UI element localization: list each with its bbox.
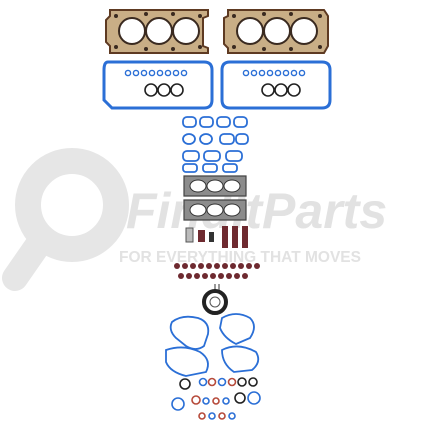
intake-port-gaskets: [182, 116, 249, 173]
valve-cover-gasket-left: [102, 60, 214, 110]
exhaust-manifold-gasket-1: [183, 175, 247, 197]
spacer: [214, 284, 220, 290]
valve-cover-gasket-right: [220, 60, 332, 110]
o-ring-row-2: [178, 273, 248, 279]
watermark: FindItParts FOR EVERYTHING THAT MOVES: [2, 148, 387, 291]
timing-cover-gaskets: [165, 313, 260, 377]
exhaust-manifold-gasket-2: [183, 199, 247, 221]
watermark-brand: FindItParts: [126, 183, 387, 239]
valve-stem-seals: [185, 226, 248, 248]
magnifier-watermark-icon: [2, 148, 129, 291]
rear-main-seal: [202, 289, 228, 315]
head-gasket-right: [223, 9, 329, 54]
watermark-tagline: FOR EVERYTHING THAT MOVES: [119, 249, 361, 266]
misc-seals: [171, 377, 261, 420]
head-gasket-left: [105, 9, 209, 54]
o-ring-row-1: [174, 263, 260, 269]
